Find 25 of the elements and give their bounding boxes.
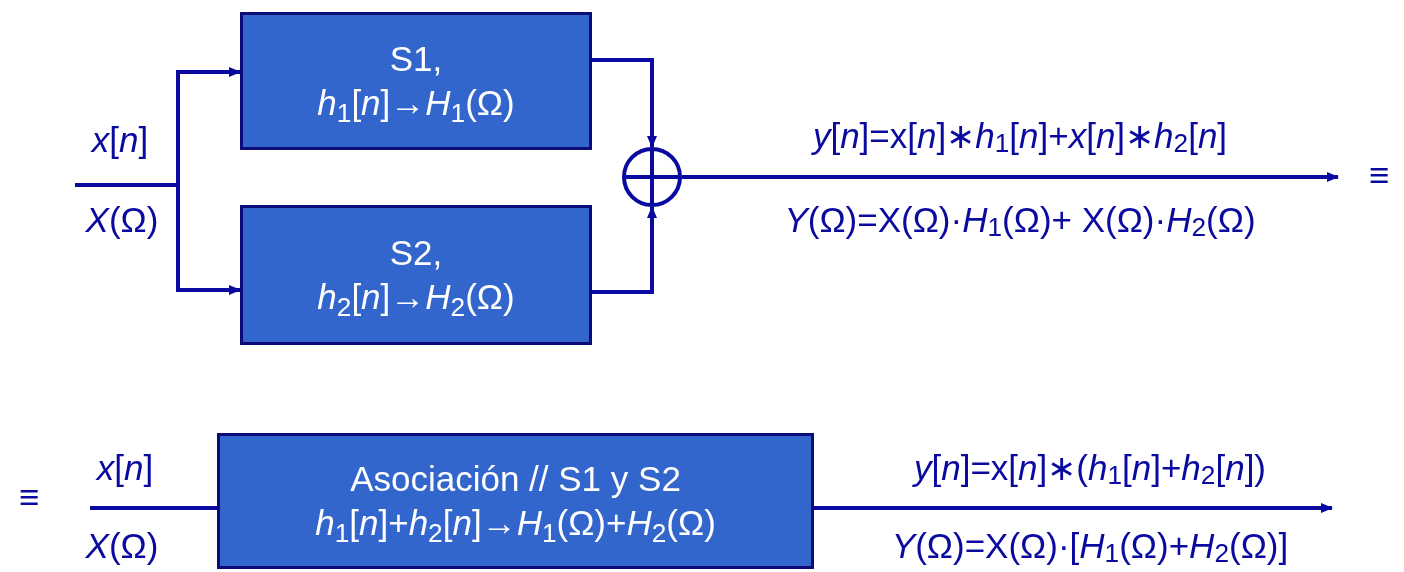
signal-label: ≡ [17, 475, 41, 518]
transfer-formula: h$_{1}$[n]+h$_{2}$[n]→H$_{1}$(Ω)+H$_{2}$(Ω) [315, 502, 716, 545]
arrow [592, 58, 657, 148]
edge-label: y[n]=x[n]∗h$_{1}$[n]+x[n]∗h$_{2}$[n] [810, 114, 1229, 160]
signal-label: ≡ [1367, 153, 1391, 196]
signal-label: Y(Ω)=X(Ω)·H$_{1}$(Ω)+ X(Ω)·H$_{2}$(Ω) [783, 198, 1257, 244]
system-block [240, 12, 592, 150]
transfer-formula: h$_{2}$[n]→H$_{2}$(Ω) [317, 276, 515, 319]
system-block [217, 433, 814, 569]
arrow [814, 503, 1333, 513]
signal-label: X(Ω) [84, 524, 160, 567]
arrow [75, 183, 241, 295]
signal-label: X(Ω) [84, 198, 160, 241]
system-block [240, 205, 592, 345]
arrow [592, 206, 657, 294]
block-title: Asociación // S1 y S2 [350, 458, 681, 501]
signal-label: x[n] [89, 118, 150, 161]
block-title: S2, [389, 232, 443, 275]
arrow [682, 172, 1339, 182]
edge-label: y[n]=x[n]∗(h$_{1}$[n]+h$_{2}$[n]) [911, 446, 1268, 492]
summing-junction [622, 147, 682, 207]
block-title: S1, [389, 38, 443, 81]
transfer-formula: h$_{1}$[n]→H$_{1}$(Ω) [317, 82, 515, 125]
signal-label: Y(Ω)=X(Ω)·[H$_{1}$(Ω)+H$_{2}$(Ω)] [890, 524, 1290, 570]
signal-label: x[n] [94, 446, 155, 489]
